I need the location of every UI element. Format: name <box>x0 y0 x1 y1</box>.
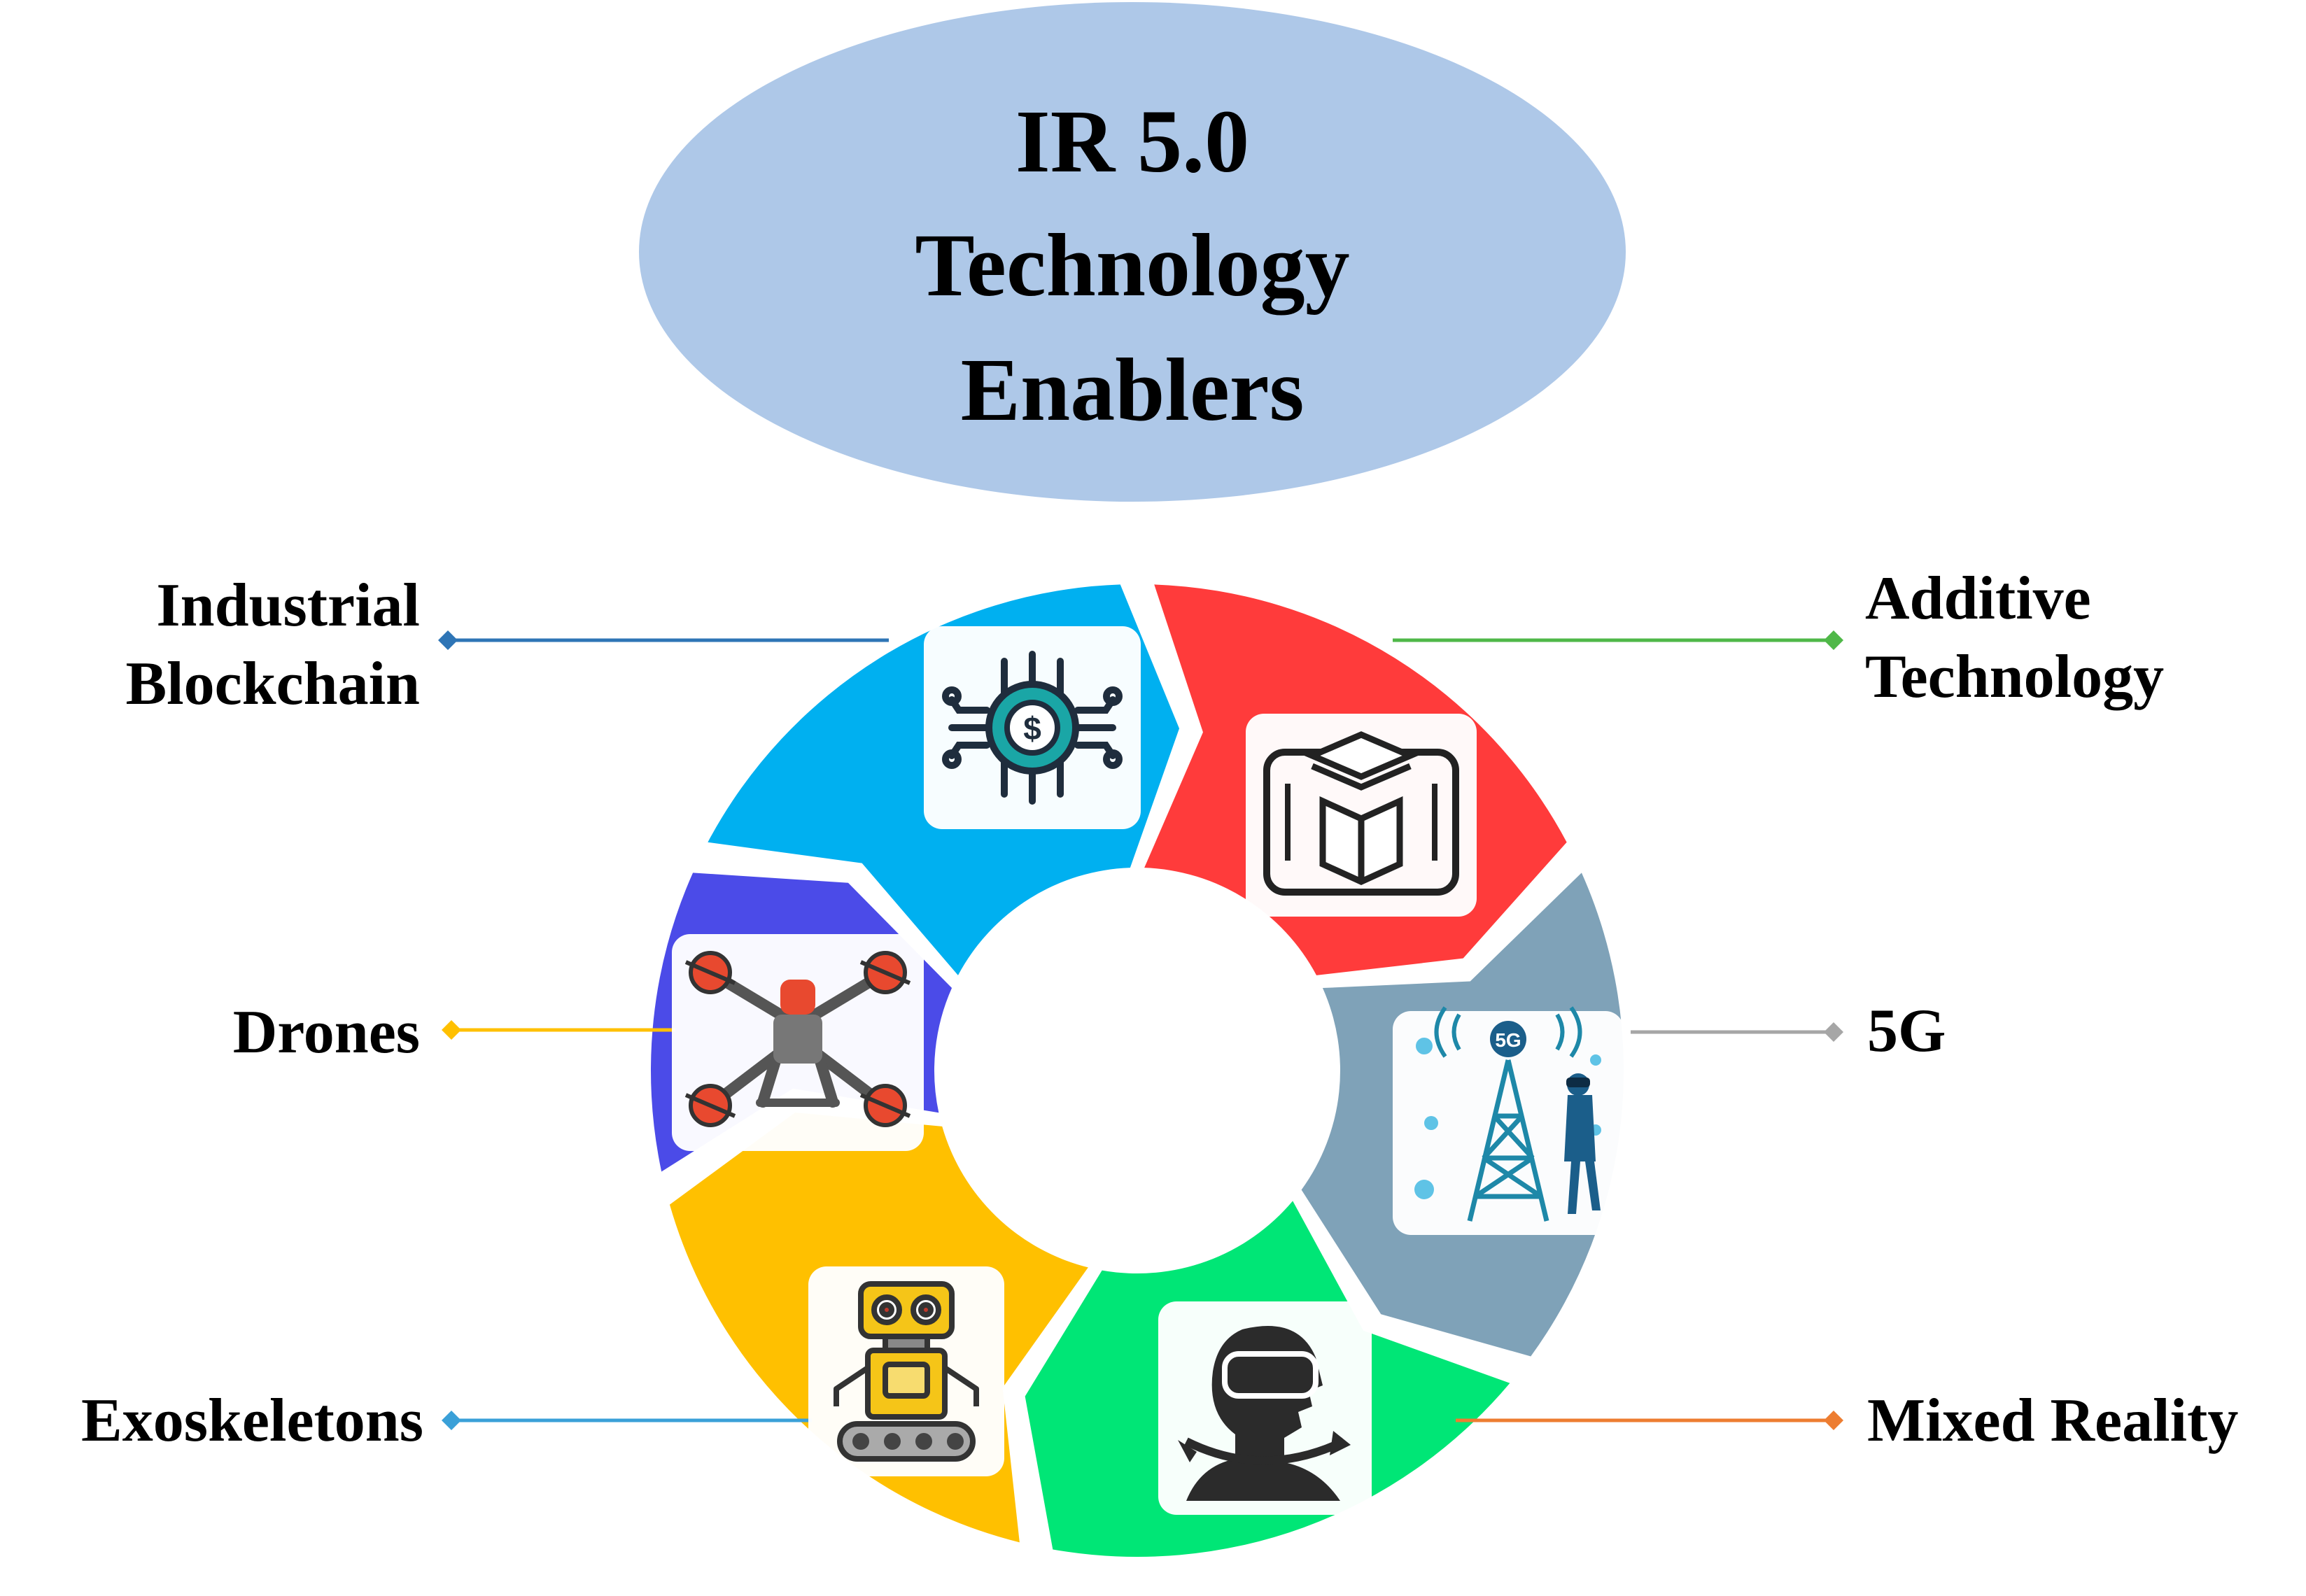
enabler-icons: $ 5G <box>672 626 1624 1515</box>
title-line-3: Enablers <box>961 340 1305 439</box>
vr-headset-person-icon <box>1158 1301 1372 1515</box>
svg-text:$: $ <box>1023 710 1041 747</box>
connector-lines <box>438 630 1843 1430</box>
drone-icon <box>672 934 924 1151</box>
label-mixed-reality-line-1: Mixed Reality <box>1867 1387 2239 1455</box>
svg-text:5G: 5G <box>1495 1029 1521 1051</box>
label-5g: 5G <box>1867 992 1946 1071</box>
label-additive-technology-line-1: Additive <box>1865 565 2091 633</box>
blockchain-chip-icon: $ <box>924 626 1141 829</box>
label-industrial-blockchain-line-2: Blockchain <box>125 650 420 718</box>
title-ellipse <box>639 2 1626 502</box>
label-industrial-blockchain: Industrial Blockchain <box>91 567 420 723</box>
label-exoskeletons-line-1: Exoskeletons <box>81 1387 423 1455</box>
label-5g-line-1: 5G <box>1867 997 1946 1065</box>
label-mixed-reality: Mixed Reality <box>1867 1382 2238 1460</box>
connector-diamond-additive-technology <box>1824 630 1843 650</box>
5g-tower-icon: 5G <box>1393 1006 1624 1235</box>
label-drones-line-1: Drones <box>232 998 420 1066</box>
connector-diamond-industrial-blockchain <box>438 630 458 650</box>
label-additive-technology-line-2: Technology <box>1865 643 2165 711</box>
label-industrial-blockchain-line-1: Industrial <box>156 572 420 640</box>
label-additive-technology: Additive Technology <box>1865 560 2164 716</box>
label-drones: Drones <box>140 994 420 1072</box>
connector-diamond-exoskeletons <box>442 1411 461 1430</box>
connector-diamond-drones <box>442 1020 461 1040</box>
robot-icon <box>808 1266 1004 1476</box>
title-line-2: Technology <box>915 216 1349 315</box>
title-line-1: IR 5.0 <box>1015 92 1249 191</box>
3d-print-cube-icon <box>1246 714 1477 917</box>
connector-diamond-5g <box>1824 1022 1843 1042</box>
label-exoskeletons: Exoskeletons <box>0 1382 423 1460</box>
connector-diamond-mixed-reality <box>1824 1411 1843 1430</box>
